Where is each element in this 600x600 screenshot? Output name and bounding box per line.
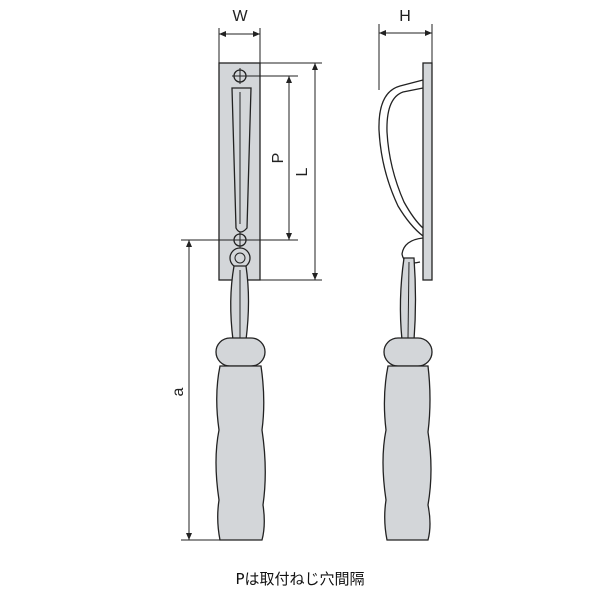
dim-p-label: P (270, 153, 287, 164)
side-handle-bow (378, 79, 424, 237)
dim-l-label: L (294, 167, 311, 176)
dim-a-label: a (170, 387, 187, 396)
dim-w-label: W (232, 8, 248, 25)
drawing-caption: Pは取付ねじ穴間隔 (235, 570, 365, 588)
front-tassel-head (215, 337, 266, 367)
side-tassel-body (382, 365, 432, 541)
front-grip-recess (231, 87, 252, 233)
side-dimensions: H (378, 8, 433, 90)
front-dimensions: W P L a (170, 8, 322, 541)
side-tassel-head (383, 337, 433, 367)
front-tassel-body (215, 365, 266, 541)
handle-technical-drawing: W P L a H (170, 8, 433, 541)
side-view (378, 62, 433, 541)
front-view (215, 62, 266, 541)
side-base-plate (422, 62, 433, 281)
dim-h-label: H (399, 8, 411, 25)
